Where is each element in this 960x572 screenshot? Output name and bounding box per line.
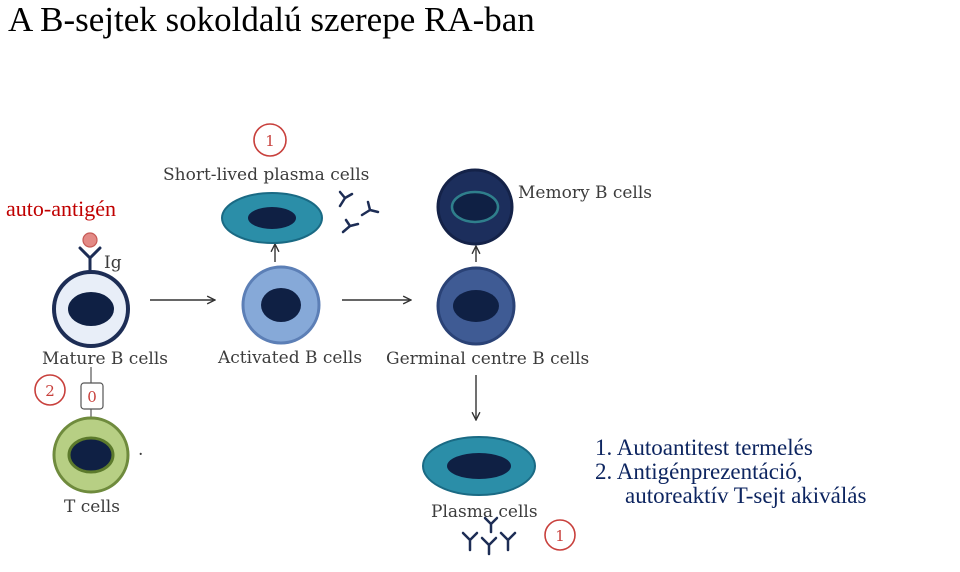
decor-dot: . bbox=[138, 440, 143, 460]
note-item-1: 1. Autoantitest termelés bbox=[595, 435, 813, 460]
ig-label: Ig bbox=[104, 253, 122, 273]
auto-antigen-label: auto-antigén bbox=[6, 196, 116, 221]
mature-b-cell bbox=[52, 270, 130, 348]
antibodies-icon bbox=[338, 190, 380, 234]
marker-1-bottom-label: 1 bbox=[555, 527, 565, 545]
note-item-2: 2. Antigénprezentáció, bbox=[595, 459, 803, 484]
activated-b-cells-label: Activated B cells bbox=[217, 348, 362, 368]
notes-list: 1. Autoantitest termelés 2. Antigénpreze… bbox=[595, 436, 866, 508]
marker-2-circle bbox=[34, 374, 66, 406]
auto-antigen-icon bbox=[82, 232, 98, 248]
mature-b-cells-label: Mature B cells bbox=[42, 349, 168, 369]
germinal-centre-label: Germinal centre B cells bbox=[386, 349, 589, 369]
short-lived-plasma-label: Short-lived plasma cells bbox=[163, 165, 369, 185]
activated-b-cell bbox=[241, 265, 321, 345]
slide-title: A B-sejtek sokoldalú szerepe RA-ban bbox=[8, 0, 535, 39]
marker-2-label: 2 bbox=[45, 382, 55, 400]
marker-1-bottom-circle bbox=[544, 519, 576, 551]
tcr-box bbox=[80, 382, 104, 410]
t-cells-label: T cells bbox=[64, 497, 120, 517]
note-item-2-continuation: autoreaktív T-sejt akiválás bbox=[625, 483, 867, 508]
short-lived-plasma-cell bbox=[221, 192, 323, 244]
memory-b-cell bbox=[436, 168, 514, 246]
t-cell bbox=[52, 416, 130, 494]
marker-1-top-circle bbox=[253, 123, 287, 157]
plasma-cell bbox=[422, 436, 536, 496]
secreted-antibodies-icon bbox=[461, 516, 517, 556]
marker-1-top-label: 1 bbox=[265, 132, 275, 150]
plasma-cells-label: Plasma cells bbox=[431, 502, 538, 522]
tcr-marker: 0 bbox=[87, 388, 97, 406]
memory-b-cells-label: Memory B cells bbox=[518, 183, 652, 203]
germinal-centre-b-cell bbox=[436, 266, 516, 346]
